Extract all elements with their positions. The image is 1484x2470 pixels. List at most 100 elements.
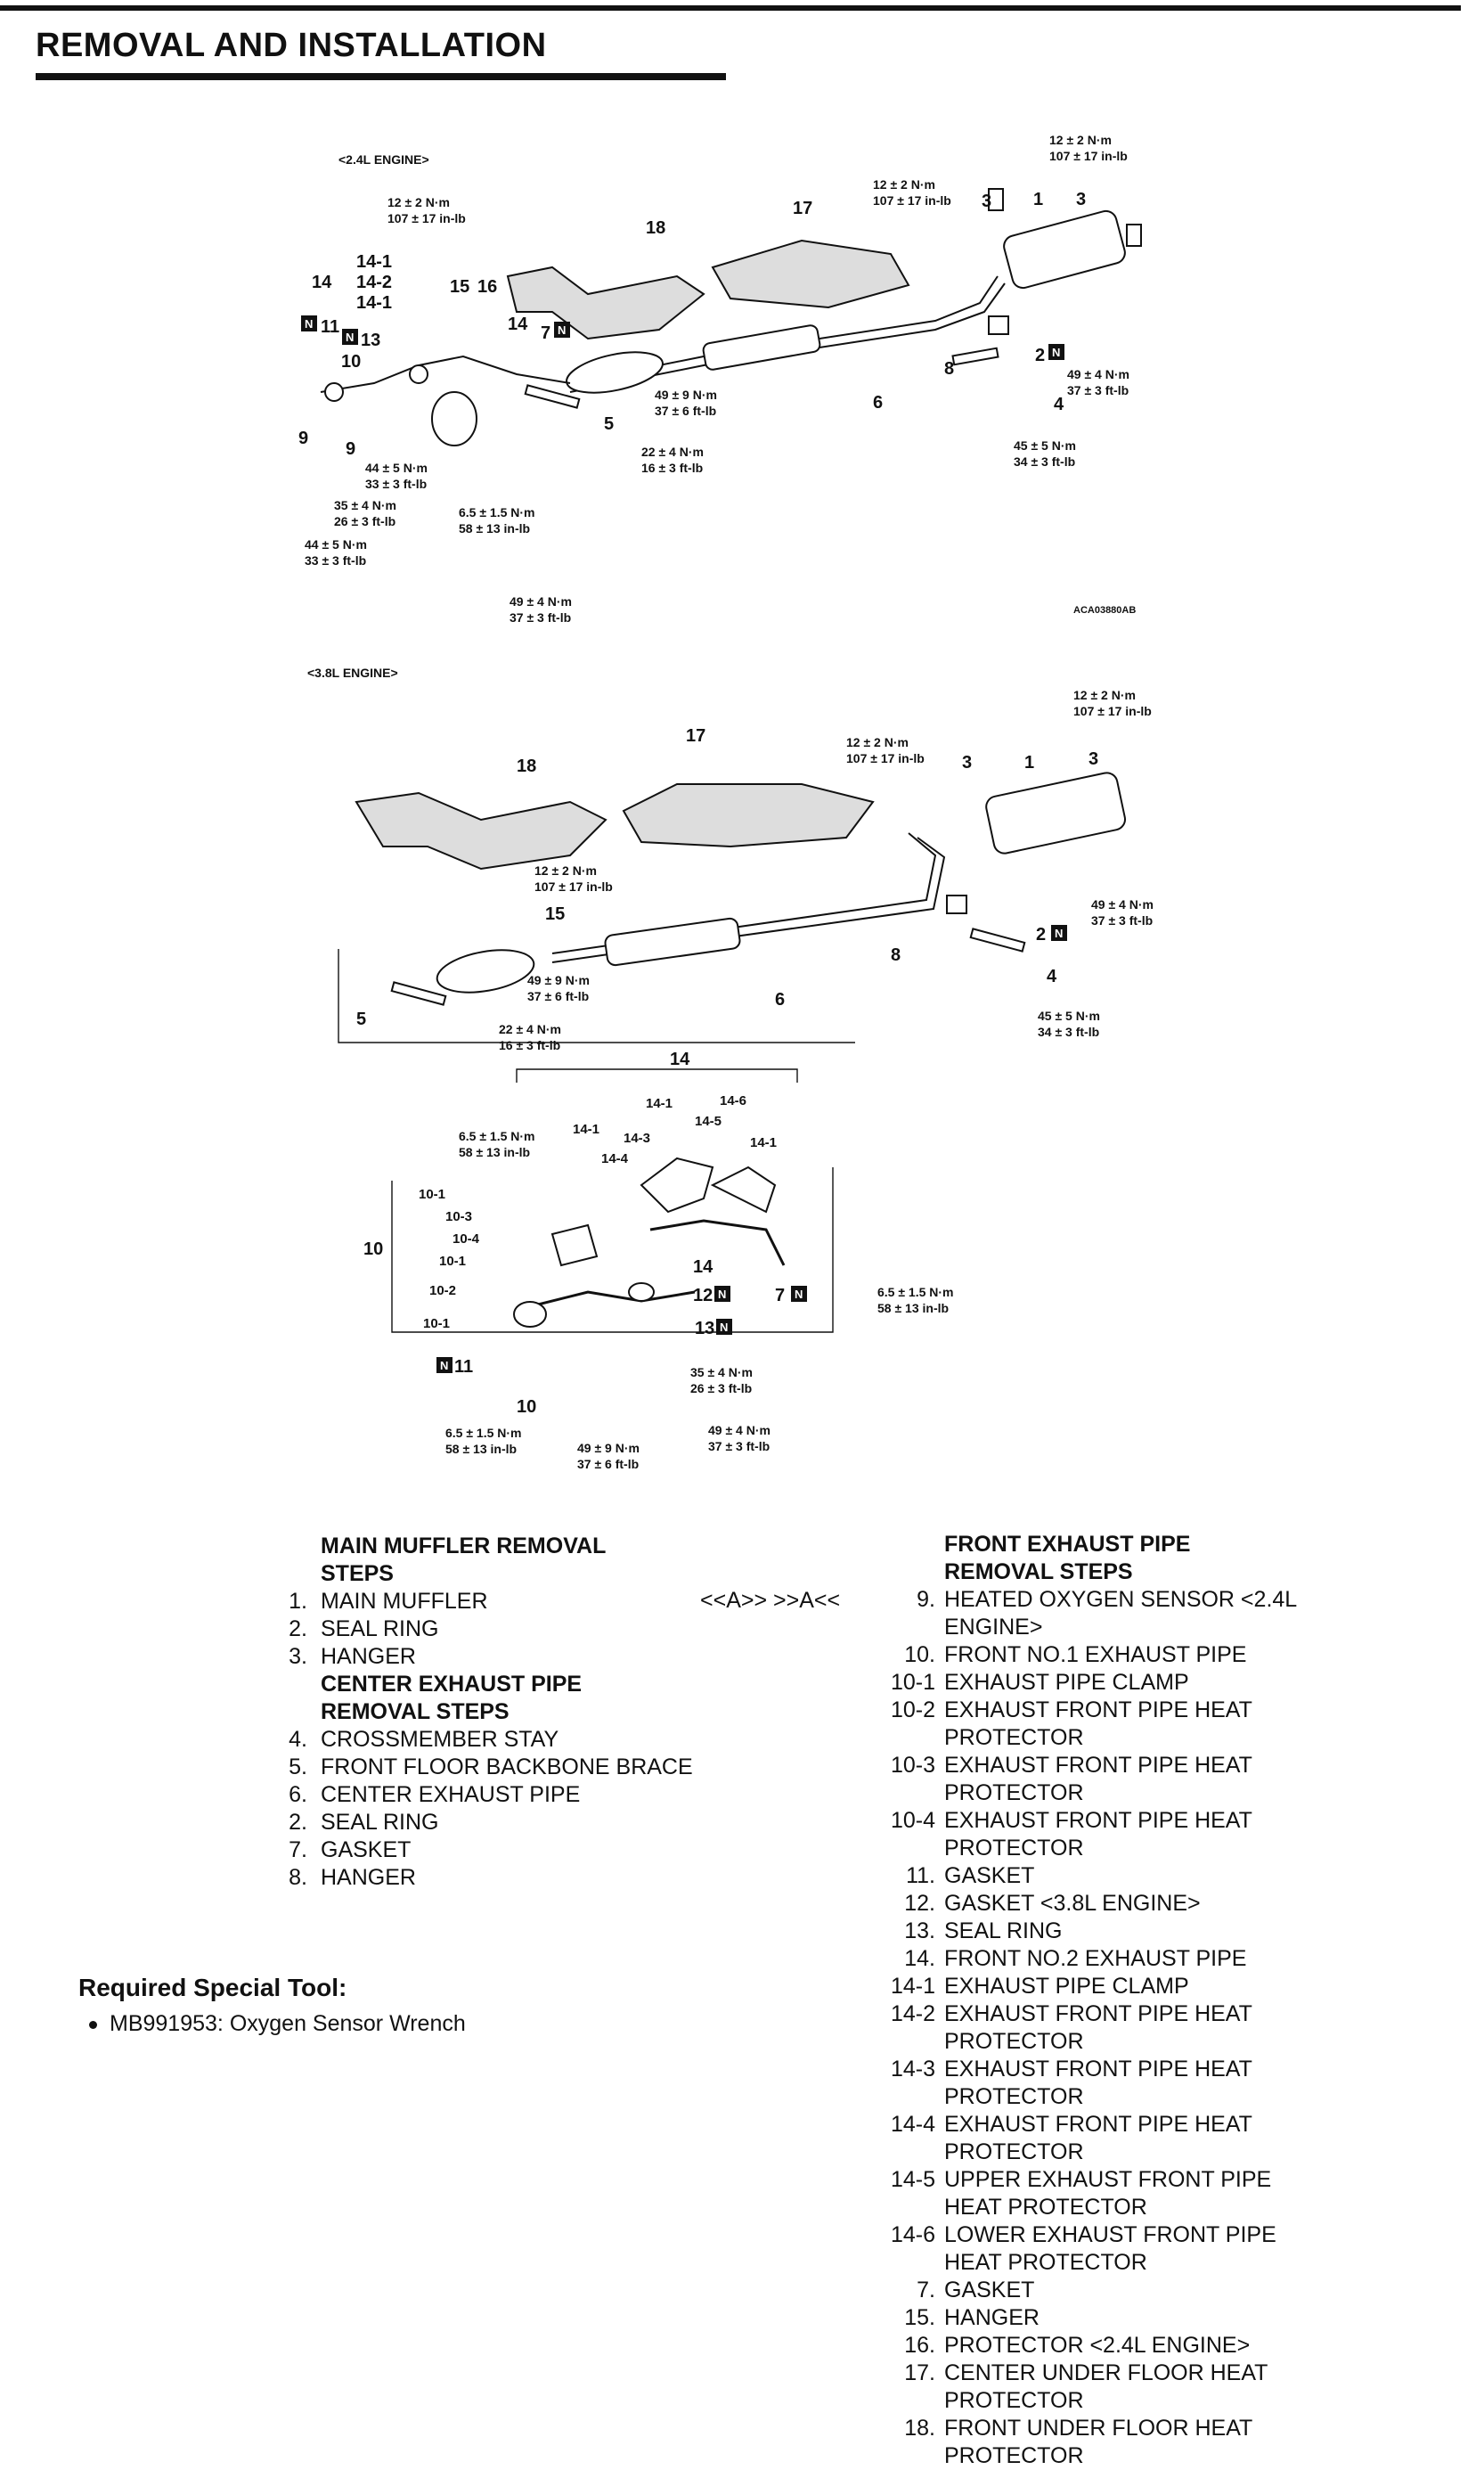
step-number: 14-6 (890, 2222, 935, 2247)
step-number: 7. (289, 1837, 307, 1862)
num-14-4-38: 14-4 (601, 1151, 629, 1166)
heat-protector-14-3-icon (640, 1157, 714, 1214)
step-number: 10-4 (890, 1808, 935, 1833)
num-14-1c-38: 14-1 (750, 1135, 777, 1150)
n-mark: N (1048, 344, 1064, 360)
num-1-38: 1 (1024, 753, 1034, 773)
n-mark: N (301, 315, 317, 331)
group-10-box (391, 1167, 834, 1333)
torque-label: 49 ± 4 N·m37 ± 3 ft-lb (1067, 367, 1129, 397)
step-item: 9.HEATED OXYGEN SENSOR <2.4L ENGINE> (917, 1586, 1318, 1641)
special-tool-item: MB991953: Oxygen Sensor Wrench (89, 2011, 466, 2037)
step-text: EXHAUST FRONT PIPE HEAT PROTECTOR (944, 2112, 1252, 2164)
torque-label: 49 ± 9 N·m37 ± 6 ft-lb (655, 388, 717, 418)
svg-text:N: N (718, 1288, 726, 1301)
svg-text:12 ± 2 N·m: 12 ± 2 N·m (387, 195, 450, 209)
num-14-1-38: 14-1 (646, 1096, 673, 1111)
torque-label: 6.5 ± 1.5 N·m58 ± 13 in-lb (877, 1285, 954, 1315)
catalytic-converter-icon (566, 351, 664, 394)
steps-heading: FRONT EXHAUST PIPE REMOVAL STEPS (944, 1531, 1318, 1586)
num-14-group-38: 14 (670, 1050, 690, 1069)
step-item: 14.FRONT NO.2 EXHAUST PIPE (904, 1945, 1318, 1973)
num-11: 11 (321, 317, 339, 337)
step-text: FRONT EXHAUST PIPE REMOVAL STEPS (944, 1532, 1191, 1584)
svg-text:16 ± 3 ft-lb: 16 ± 3 ft-lb (499, 1038, 560, 1052)
step-item: 17.CENTER UNDER FLOOR HEAT PROTECTOR (904, 2360, 1318, 2415)
step-number: 6. (289, 1782, 307, 1807)
crossmember-stay-icon (951, 347, 999, 366)
svg-text:33 ± 3 ft-lb: 33 ± 3 ft-lb (365, 477, 427, 491)
num-7: 7 (541, 323, 550, 343)
step-text: GASKET (944, 2278, 1035, 2302)
resonator-icon (702, 324, 821, 371)
step-number: 16. (904, 2333, 935, 2358)
torque-label: 6.5 ± 1.5 N·m58 ± 13 in-lb (459, 1129, 535, 1159)
torque-label: 49 ± 4 N·m37 ± 3 ft-lb (1091, 897, 1154, 928)
num-8: 8 (944, 359, 954, 379)
step-item: 11. GASKET (906, 1862, 1318, 1890)
svg-text:49 ± 4 N·m: 49 ± 4 N·m (1091, 897, 1154, 912)
num-14-6-38: 14-6 (720, 1093, 746, 1108)
front-flange-icon (324, 382, 344, 402)
assembly-bracket (338, 949, 855, 1043)
step-number: 2. (289, 1616, 307, 1641)
top-rule (0, 5, 1461, 11)
svg-text:12 ± 2 N·m: 12 ± 2 N·m (534, 863, 597, 878)
svg-text:49 ± 9 N·m: 49 ± 9 N·m (577, 1441, 640, 1455)
step-number: 13. (904, 1918, 935, 1943)
num-18-38: 18 (517, 757, 536, 776)
front-no1-pipe-line (516, 1290, 696, 1312)
center-heat-protector-17-icon-38 (622, 783, 875, 848)
hanger-8-icon (988, 315, 1009, 335)
step-item: 2.SEAL RING (289, 1809, 659, 1836)
svg-text:107 ± 17 in-lb: 107 ± 17 in-lb (873, 193, 951, 208)
special-tool-heading: Required Special Tool: (78, 1974, 347, 2001)
step-number: 11. (906, 1863, 935, 1888)
svg-text:N: N (440, 1359, 448, 1372)
step-text: GASKET (944, 1863, 1035, 1888)
step-text: HANGER (944, 2305, 1040, 2330)
step-item: 15.HANGER (904, 2304, 1318, 2332)
num-5: 5 (604, 414, 614, 434)
num-8-38: 8 (891, 945, 901, 965)
gasket-12-icon (628, 1282, 655, 1302)
svg-text:N: N (558, 323, 566, 337)
svg-text:107 ± 17 in-lb: 107 ± 17 in-lb (1049, 149, 1128, 163)
step-number: 1. (289, 1589, 307, 1614)
hanger-8-icon-38 (946, 895, 967, 914)
main-muffler-icon (1003, 209, 1126, 290)
num-14-5-38: 14-5 (695, 1114, 722, 1129)
num-3a-38: 3 (962, 753, 972, 773)
step-text: EXHAUST PIPE CLAMP (944, 1974, 1189, 1999)
svg-text:44 ± 5 N·m: 44 ± 5 N·m (305, 537, 367, 552)
step-text: SEAL RING (944, 1918, 1063, 1943)
n-mark: N (342, 329, 358, 345)
svg-text:N: N (346, 331, 354, 344)
torque-label: 6.5 ± 1.5 N·m58 ± 13 in-lb (445, 1426, 522, 1456)
svg-text:49 ± 4 N·m: 49 ± 4 N·m (1067, 367, 1129, 381)
step-text: FRONT NO.2 EXHAUST PIPE (944, 1946, 1247, 1971)
gasket-icon (409, 364, 428, 384)
n-mark: N (436, 1357, 453, 1373)
svg-text:44 ± 5 N·m: 44 ± 5 N·m (365, 461, 428, 475)
step-number: 10-3 (890, 1753, 935, 1778)
num-14-1b-38: 14-1 (573, 1122, 599, 1137)
svg-text:26 ± 3 ft-lb: 26 ± 3 ft-lb (334, 514, 395, 528)
step-text: HANGER (321, 1644, 416, 1669)
front-pipe-line (320, 355, 571, 393)
num-14-1b: 14-1 (356, 293, 392, 313)
step-text: EXHAUST FRONT PIPE HEAT PROTECTOR (944, 2001, 1252, 2054)
torque-label: 35 ± 4 N·m26 ± 3 ft-lb (334, 498, 396, 528)
torque-label: 49 ± 9 N·m37 ± 6 ft-lb (527, 973, 590, 1003)
svg-text:6.5 ± 1.5 N·m: 6.5 ± 1.5 N·m (459, 1129, 535, 1143)
svg-text:37 ± 6 ft-lb: 37 ± 6 ft-lb (655, 404, 716, 418)
num-10-4-38: 10-4 (453, 1231, 480, 1247)
torque-label: 49 ± 4 N·m37 ± 3 ft-lb (510, 594, 572, 625)
n-mark: N (714, 1286, 730, 1302)
